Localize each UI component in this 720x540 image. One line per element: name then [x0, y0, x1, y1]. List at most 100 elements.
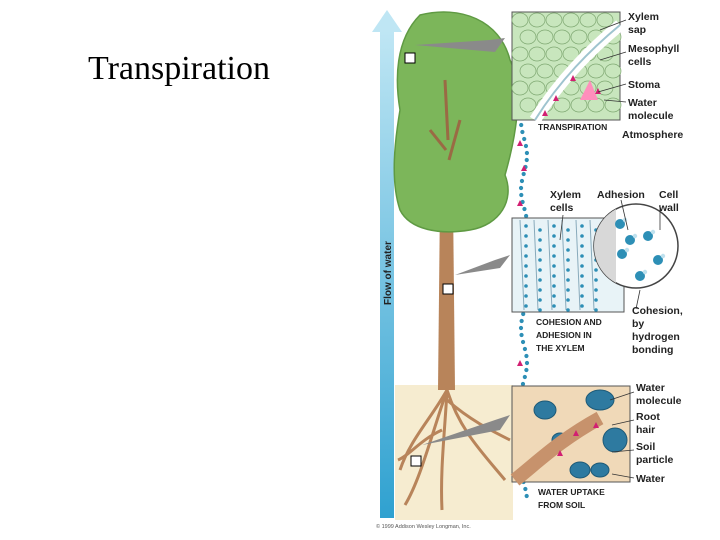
- pink-arrows-transpiration: [542, 75, 601, 116]
- mesophyll-cell: [545, 46, 563, 62]
- water-molecule-dot: [594, 268, 598, 272]
- pink-arrow: [517, 200, 523, 206]
- mesophyll-cell: [511, 46, 529, 62]
- water-molecule-dot: [580, 244, 584, 248]
- water-molecule-dot: [538, 298, 542, 302]
- water-molecule: [625, 235, 635, 245]
- water-molecule-dot: [538, 238, 542, 242]
- water-molecule-dot: [538, 248, 542, 252]
- water-molecule: [653, 255, 663, 265]
- mesophyll-cell: [536, 29, 554, 45]
- water-molecule-dot: [522, 136, 527, 142]
- mesophyll-cell: [562, 46, 580, 62]
- water-molecule-dot: [538, 278, 542, 282]
- water-molecule-dot: [524, 367, 529, 373]
- soil-particle: [569, 461, 591, 479]
- panel-water-uptake: [510, 385, 631, 486]
- leader-lines: [559, 19, 661, 479]
- water-molecule-dot: [518, 325, 524, 331]
- mesophyll-cell: [536, 63, 554, 79]
- water-molecule-dot: [519, 332, 524, 338]
- label-cell-wall: Cell wall: [658, 189, 681, 214]
- water-molecule-dot: [566, 308, 570, 312]
- mesophyll-cell: [528, 12, 546, 28]
- soil-particle: [590, 462, 610, 478]
- xylem-wall: [533, 219, 539, 311]
- water-molecule-dot: [580, 304, 584, 308]
- pink-arrow: [517, 360, 523, 366]
- label-mesophyll-cells: Mesophyll cells: [628, 43, 682, 68]
- caption-cohesion-adhesion: COHESION AND ADHESION IN THE XYLEM: [536, 317, 604, 353]
- mesophyll-cell: [570, 29, 588, 45]
- water-molecule-dot: [522, 206, 527, 212]
- mesophyll-cell: [570, 97, 588, 113]
- water-molecule: [635, 271, 645, 281]
- pink-arrow: [570, 75, 576, 81]
- water-molecule-dot: [566, 268, 570, 272]
- pink-arrow: [593, 422, 599, 428]
- mesophyll-cell: [553, 29, 571, 45]
- water-molecule-dot: [523, 486, 528, 492]
- mesophyll-cell: [528, 80, 546, 96]
- water-molecule-dot: [538, 228, 542, 232]
- water-molecule-dot: [552, 234, 556, 238]
- water-molecule-dot: [524, 157, 529, 163]
- mesophyll-cell: [587, 63, 605, 79]
- panel-transpiration: [511, 11, 624, 124]
- water-molecule-dot: [520, 339, 526, 345]
- water-molecule-dot: [552, 294, 556, 298]
- water-molecule-dot: [552, 284, 556, 288]
- xylem-wall: [589, 219, 595, 311]
- mesophyll-cell: [553, 97, 571, 113]
- water-molecule-dot: [580, 284, 584, 288]
- water-molecule: [617, 249, 627, 259]
- label-soil-particle: Soil particle: [636, 441, 674, 466]
- panel-xylem: [511, 203, 679, 313]
- water-molecule-dot: [580, 254, 584, 258]
- mesophyll-cells: [511, 12, 622, 113]
- water-molecule-dot: [552, 254, 556, 258]
- water-molecule-dot: [580, 274, 584, 278]
- soil-particle: [585, 389, 615, 411]
- water-molecule-dot: [519, 192, 524, 198]
- water-molecule-dot: [524, 284, 528, 288]
- water-molecule-dot: [521, 171, 526, 177]
- water-molecule: [643, 231, 653, 241]
- water-molecule-dot: [524, 224, 528, 228]
- pink-arrows-uptake: [557, 422, 599, 456]
- hydrogen-atom: [650, 229, 656, 235]
- water-molecule-dot: [538, 258, 542, 262]
- water-molecule-dot: [520, 381, 526, 387]
- xylem-wall: [561, 219, 567, 311]
- water-molecule-dot: [594, 298, 598, 302]
- cohesion-molecules: [615, 217, 666, 281]
- mesophyll-cell: [545, 12, 563, 28]
- label-cohesion: Cohesion, by hydrogen bonding: [632, 305, 686, 356]
- pink-arrow: [557, 450, 563, 456]
- flow-of-water-label: Flow of water: [383, 241, 394, 305]
- pink-arrow: [542, 110, 548, 116]
- water-molecule-dot: [524, 274, 528, 278]
- label-xylem-cells: Xylem cells: [550, 189, 584, 214]
- water-molecule-dot: [524, 244, 528, 248]
- water-molecule-dot: [519, 178, 525, 184]
- label-root-hair: Root hair: [636, 411, 663, 436]
- water-molecule-dot: [519, 318, 524, 324]
- pink-arrow: [573, 430, 579, 436]
- label-adhesion: Adhesion: [597, 189, 645, 201]
- water-molecule-dot: [524, 150, 530, 156]
- slide-title: Transpiration: [88, 50, 270, 87]
- hydrogen-atom: [624, 247, 630, 253]
- water-molecule-dot: [552, 274, 556, 278]
- water-molecule-dot: [521, 311, 526, 317]
- water-molecule-dot: [552, 264, 556, 268]
- water-molecule-dot: [580, 234, 584, 238]
- water-molecule-dot: [522, 346, 528, 352]
- water-molecule-dot: [524, 264, 528, 268]
- water-molecule-dot: [524, 213, 529, 219]
- label-water-molecule-top: Water molecule: [628, 97, 674, 122]
- water-molecule-dot: [524, 294, 528, 298]
- mesophyll-cell: [562, 12, 580, 28]
- mesophyll-cell: [511, 80, 529, 96]
